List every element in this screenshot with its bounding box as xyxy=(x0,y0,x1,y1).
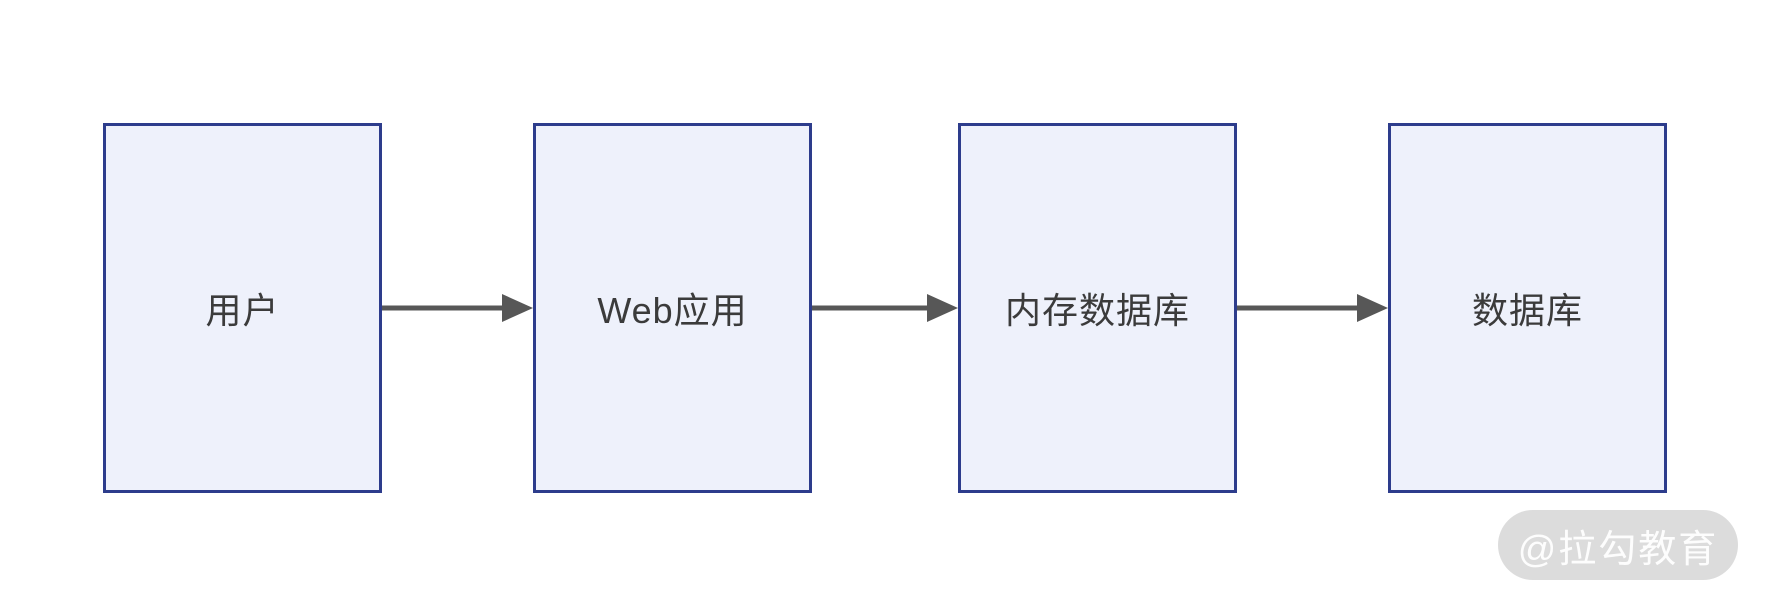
node-database: 数据库 xyxy=(1388,123,1667,493)
right-arrow-icon xyxy=(1237,294,1388,322)
node-web-app: Web应用 xyxy=(533,123,812,493)
watermark-badge: @拉勾教育 xyxy=(1498,510,1738,580)
watermark-text: @拉勾教育 xyxy=(1517,528,1719,571)
node-user-label: 用户 xyxy=(205,290,280,331)
right-arrow-icon xyxy=(812,294,958,322)
node-web-app-label: Web应用 xyxy=(597,290,748,331)
node-in-memory-db-label: 内存数据库 xyxy=(1004,290,1190,331)
right-arrow-icon xyxy=(382,294,533,322)
node-in-memory-db: 内存数据库 xyxy=(958,123,1237,493)
node-database-label: 数据库 xyxy=(1471,290,1583,331)
arrow-webapp-to-memdb xyxy=(812,288,958,328)
arrow-user-to-webapp xyxy=(382,288,533,328)
arrow-memdb-to-db xyxy=(1237,288,1388,328)
node-user: 用户 xyxy=(103,123,382,493)
